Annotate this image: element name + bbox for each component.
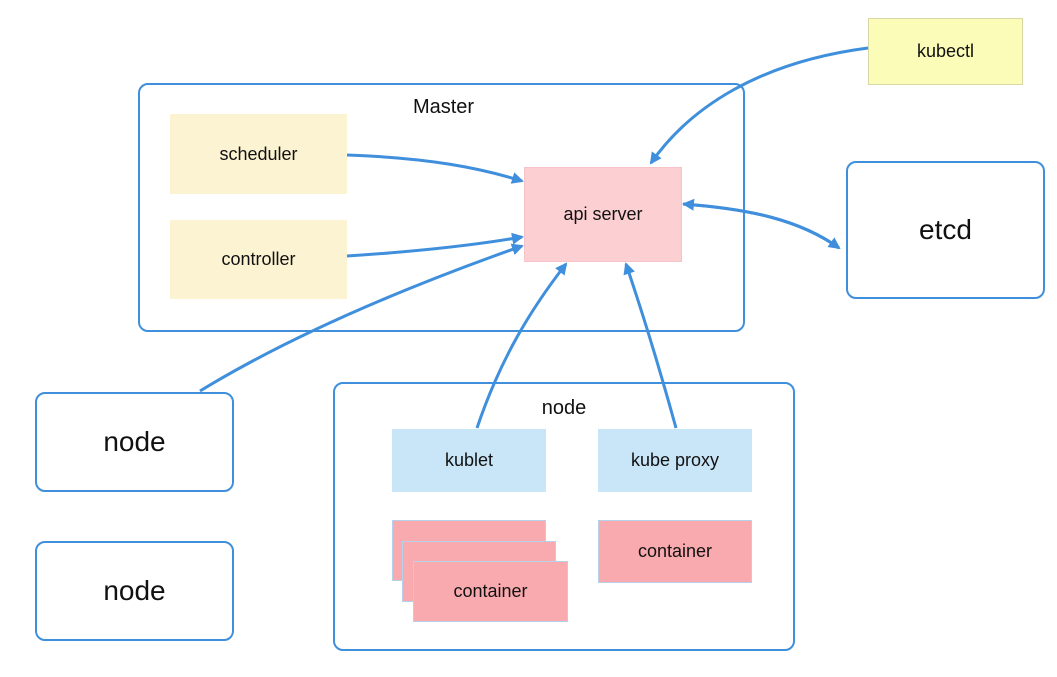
etcd-box[interactable]: etcd — [846, 161, 1045, 299]
controller-label: controller — [221, 249, 296, 269]
api-server-label: api server — [563, 204, 643, 224]
container-single-box[interactable]: container — [598, 520, 752, 583]
kubectl-label: kubectl — [916, 41, 975, 61]
kubectl-box[interactable]: kubectl — [868, 18, 1023, 85]
kublet-label: kublet — [444, 450, 494, 470]
etcd-label: etcd — [919, 214, 972, 245]
scheduler-box[interactable]: scheduler — [170, 114, 347, 194]
kube-proxy-label: kube proxy — [630, 450, 720, 470]
kublet-box[interactable]: kublet — [392, 429, 546, 492]
left-node-1-box[interactable]: node — [35, 392, 234, 492]
container-stack-label: container — [453, 581, 528, 601]
container-single-label: container — [637, 541, 713, 561]
container-stack-front[interactable]: container — [413, 561, 568, 622]
scheduler-label: scheduler — [219, 143, 298, 164]
left-node-1-label: node — [103, 426, 166, 457]
api-server-box[interactable]: api server — [524, 167, 682, 262]
left-node-2-label: node — [103, 575, 166, 606]
kube-proxy-box[interactable]: kube proxy — [598, 429, 752, 492]
detail-node-title: node — [541, 397, 587, 419]
master-title: Master — [412, 96, 475, 118]
left-node-2-box[interactable]: node — [35, 541, 234, 641]
controller-box[interactable]: controller — [170, 220, 347, 299]
